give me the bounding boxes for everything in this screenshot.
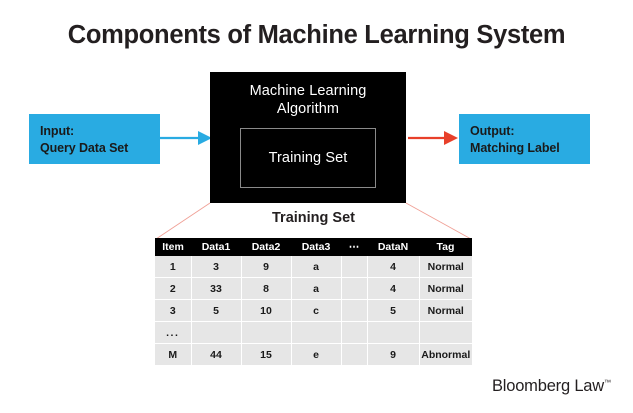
training-set-inner-label: Training Set — [268, 150, 348, 166]
table-cell: a — [291, 256, 342, 278]
table-cell — [241, 321, 292, 344]
output-box: Output: Matching Label — [459, 114, 590, 164]
bloomberg-law-logo: Bloomberg Law™ — [492, 377, 611, 396]
table-cell: 10 — [241, 299, 292, 322]
algorithm-title-line1: Machine Learning — [249, 83, 367, 99]
table-header-cell-6: Tag — [419, 238, 472, 256]
table-cell — [341, 277, 368, 300]
machine-learning-algorithm-box: Machine Learning Algorithm Training Set — [210, 72, 406, 203]
table-cell — [367, 321, 420, 344]
table-cell — [341, 343, 368, 365]
table-cell: 4 — [367, 277, 420, 300]
table-cell: Normal — [419, 299, 472, 322]
table-cell — [341, 299, 368, 322]
table-cell — [341, 256, 368, 278]
output-box-line1: Output: — [470, 124, 515, 138]
output-box-line2: Matching Label — [470, 140, 560, 155]
table-cell: 3 — [155, 299, 192, 322]
input-box: Input: Query Data Set — [29, 114, 160, 164]
training-set-inner-box: Training Set — [240, 128, 376, 188]
table-header-cell-5: DataN — [367, 238, 419, 256]
table-cell: 5 — [367, 299, 420, 322]
table-cell — [419, 321, 472, 344]
algorithm-box-title: Machine Learning Algorithm — [210, 82, 406, 118]
table-cell: Abnormal — [419, 343, 472, 365]
logo-trademark-icon: ™ — [604, 379, 611, 387]
table-cell: M — [155, 343, 192, 365]
table-cell — [341, 321, 368, 344]
table-cell: 44 — [191, 343, 242, 365]
input-box-line1: Input: — [40, 124, 75, 138]
input-arrow-icon — [160, 131, 212, 145]
table-cell: e — [291, 343, 342, 365]
table-cell: 4 — [367, 256, 420, 278]
output-arrow-icon — [408, 131, 458, 145]
table-row: ... — [155, 321, 472, 344]
table-cell — [191, 321, 242, 344]
table-cell: ... — [155, 321, 192, 344]
algorithm-title-line2: Algorithm — [276, 101, 340, 118]
table-cell: 2 — [155, 277, 192, 300]
table-header-cell-4: ⋯ — [341, 238, 367, 256]
table-cell: Normal — [419, 256, 472, 278]
table-header-cell-2: Data2 — [241, 238, 291, 256]
table-cell — [291, 321, 342, 344]
table-cell: 1 — [155, 256, 192, 278]
page-title: Components of Machine Learning System — [67, 21, 566, 49]
table-cell: Normal — [419, 277, 472, 300]
table-cell: c — [291, 299, 342, 322]
table-cell: 15 — [241, 343, 292, 365]
training-set-table-caption: Training Set — [272, 210, 355, 226]
table-header-cell-1: Data1 — [191, 238, 241, 256]
table-header-cell-0: Item — [155, 238, 191, 256]
table-cell: 9 — [367, 343, 420, 365]
table-cell: a — [291, 277, 342, 300]
logo-text: Bloomberg Law — [491, 377, 604, 395]
table-cell: 9 — [241, 256, 292, 278]
table-cell: 33 — [191, 277, 242, 300]
input-box-line2: Query Data Set — [40, 140, 129, 155]
table-cell: 3 — [191, 256, 242, 278]
table-cell: 5 — [191, 299, 242, 322]
table-header-cell-3: Data3 — [291, 238, 341, 256]
table-cell: 8 — [241, 277, 292, 300]
